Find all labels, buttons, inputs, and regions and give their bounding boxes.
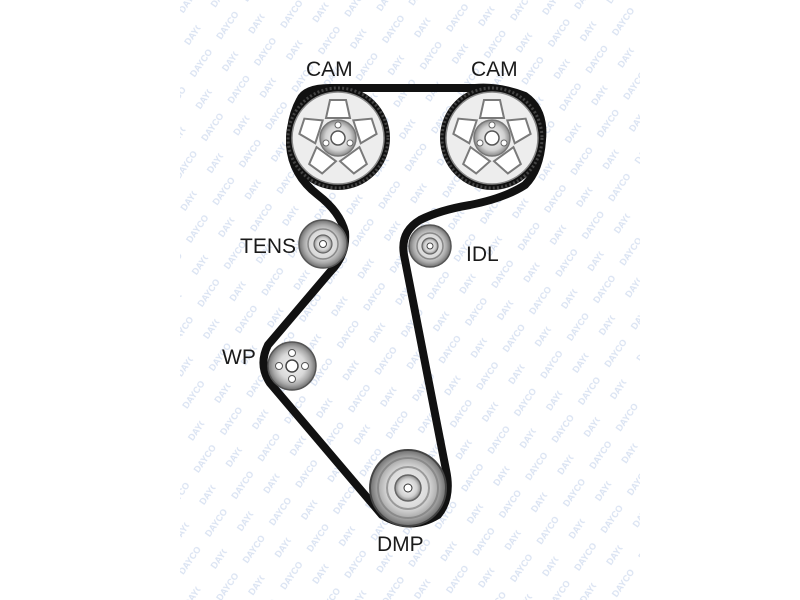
label-wp: WP [222, 346, 256, 369]
label-cam-left: CAM [306, 58, 353, 81]
label-cam-right: CAM [471, 58, 518, 81]
damper-pulley [369, 449, 447, 527]
idler-pulley [408, 224, 452, 268]
label-dmp: DMP [377, 533, 424, 556]
timing-belt [259, 83, 547, 528]
cam-sprocket-left [286, 86, 390, 190]
water-pump-pulley [267, 341, 317, 391]
label-tens: TENS [240, 235, 297, 258]
label-idl: IDL [466, 243, 499, 266]
tensioner-pulley [298, 219, 348, 269]
cam-sprocket-right [440, 86, 544, 190]
